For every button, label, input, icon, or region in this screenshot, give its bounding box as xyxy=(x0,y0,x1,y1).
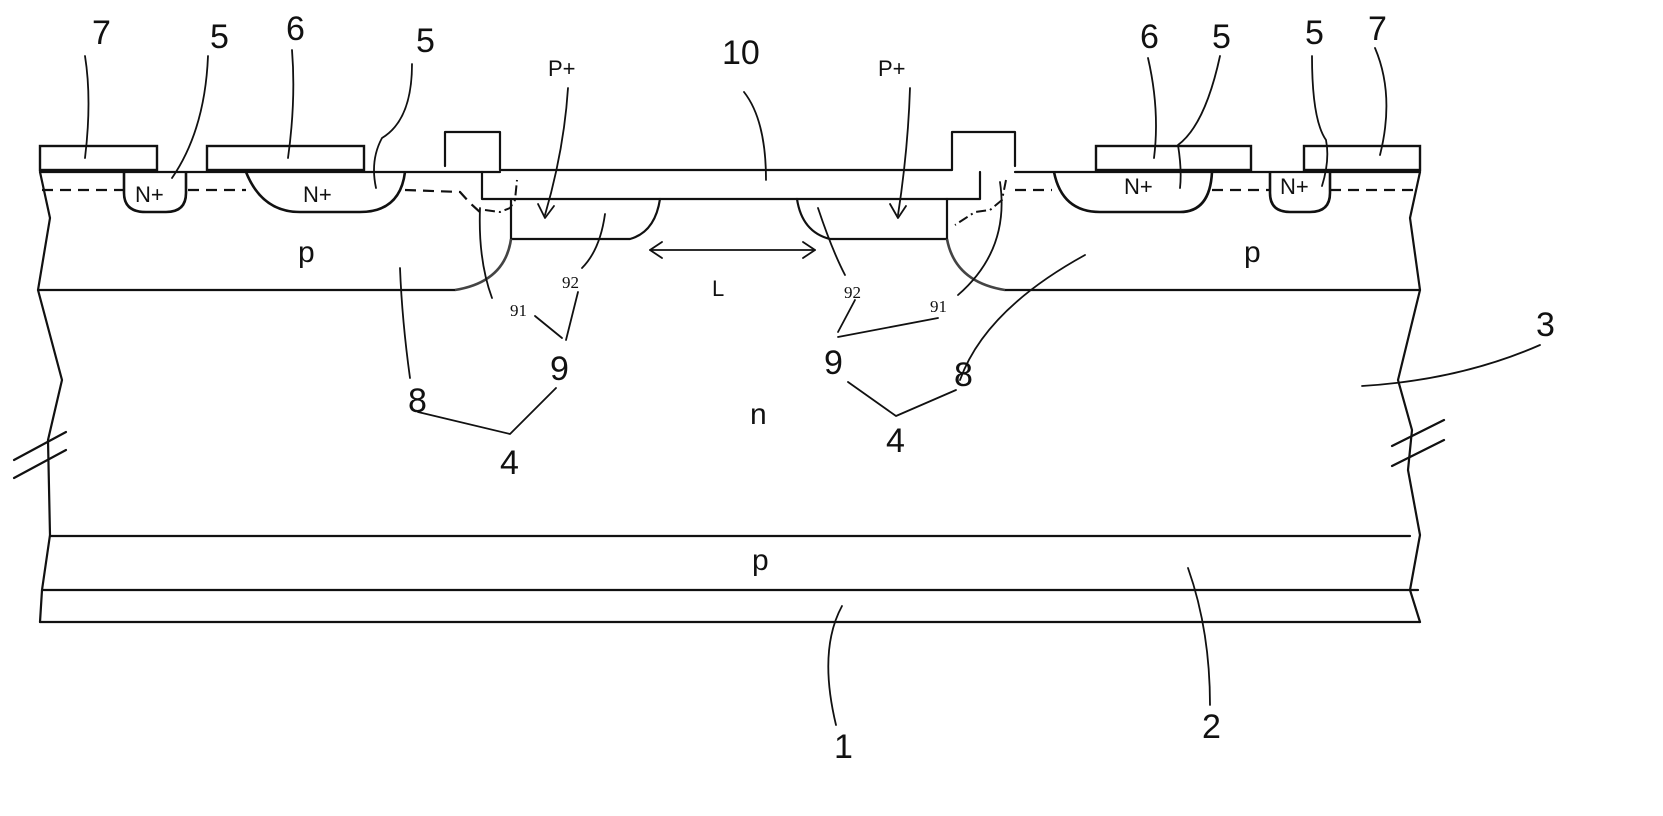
leader-91-to-9-right xyxy=(837,317,939,338)
break-mark-right-1 xyxy=(1390,418,1446,448)
numeral-91-right: 91 xyxy=(930,297,947,316)
leader-10 xyxy=(743,91,767,181)
numeral-4-left: 4 xyxy=(500,444,519,482)
pplus-region-left xyxy=(509,197,662,241)
pplus-arrow-left-line xyxy=(544,87,569,216)
leader-4-left xyxy=(417,387,557,435)
right-edge xyxy=(1396,170,1422,624)
numeral-10: 10 xyxy=(722,34,760,72)
numeral-7-left: 7 xyxy=(92,14,111,52)
pplus-arrow-right-line xyxy=(897,87,911,216)
numeral-91-left: 91 xyxy=(510,301,527,320)
numeral-5-b: 5 xyxy=(416,22,435,60)
leader-5-d xyxy=(1311,55,1329,187)
electrodes xyxy=(38,130,1422,172)
region-91-edge-right xyxy=(945,238,1006,292)
left-edge xyxy=(36,170,64,624)
pplus-arrow-right-head xyxy=(889,203,907,219)
break-mark-left-2 xyxy=(12,448,68,480)
leader-5-b xyxy=(373,63,413,189)
numeral-9-right: 9 xyxy=(824,344,843,382)
leader-4-right xyxy=(847,381,957,417)
pplus-region-right xyxy=(795,197,949,241)
gate-electrode-10 xyxy=(443,130,1017,172)
leader-7-right xyxy=(1374,47,1388,156)
leader-8-right xyxy=(959,254,1086,381)
nplus-wells xyxy=(122,171,1332,214)
leader-92-to-9-left xyxy=(565,291,579,341)
pplus-arrow-left-head xyxy=(537,203,555,219)
numeral-5-d: 5 xyxy=(1305,14,1324,52)
leader-5-c xyxy=(1177,55,1221,189)
trench-regions xyxy=(454,87,1006,292)
nplus-well-3 xyxy=(1052,171,1214,214)
leader-91-to-9-left xyxy=(534,315,563,339)
electrode-7-left xyxy=(38,144,159,172)
leader-6-right xyxy=(1147,57,1157,159)
numeral-5-a: 5 xyxy=(210,18,229,56)
numeral-5-c: 5 xyxy=(1212,18,1231,56)
label-n-drift: n xyxy=(750,398,767,431)
length-arrow-head-right xyxy=(802,241,816,259)
numeral-92-right: 92 xyxy=(844,283,861,302)
numeral-1: 1 xyxy=(834,728,853,766)
dashdot-left xyxy=(484,179,518,214)
trench-outline xyxy=(480,170,982,201)
leader-92-right xyxy=(817,207,846,276)
device-outline xyxy=(12,170,1446,624)
leader-6-left xyxy=(287,49,295,159)
leader-7-left xyxy=(84,55,90,159)
region-labels: p p n p N+ N+ N+ N+ P+ P+ L xyxy=(135,56,1309,577)
label-nplus-1: N+ xyxy=(135,182,164,207)
numeral-4-right: 4 xyxy=(886,422,905,460)
region-91-edge-left xyxy=(454,238,513,292)
leader-92-to-9-right xyxy=(837,299,856,333)
label-nplus-3: N+ xyxy=(1124,174,1153,199)
leader-8-left xyxy=(399,267,411,379)
numeral-7-right: 7 xyxy=(1368,10,1387,48)
label-length-l: L xyxy=(712,276,724,301)
dashed-boundaries xyxy=(42,179,1418,226)
leader-5-a xyxy=(171,55,209,179)
numeral-92-left: 92 xyxy=(562,273,579,292)
nplus-well-4 xyxy=(1268,172,1332,214)
leader-1 xyxy=(827,605,843,726)
nplus-well-2 xyxy=(244,171,407,214)
leader-92-left xyxy=(581,213,606,269)
numeral-6-left: 6 xyxy=(286,10,305,48)
label-p-collector: p xyxy=(752,544,769,577)
numeral-6-right: 6 xyxy=(1140,18,1159,56)
numeral-8-left: 8 xyxy=(408,382,427,420)
leader-91-left xyxy=(478,207,493,299)
nplus-well-1 xyxy=(122,172,188,214)
numeral-2: 2 xyxy=(1202,708,1221,746)
leader-lines xyxy=(84,47,1541,726)
numeral-9-left: 9 xyxy=(550,350,569,388)
label-p-right: p xyxy=(1244,236,1261,269)
leader-91-right xyxy=(957,181,1003,296)
reference-numerals: 7 5 6 5 10 6 5 5 7 3 2 1 8 9 4 9 8 4 91 … xyxy=(92,10,1555,766)
label-nplus-2: N+ xyxy=(303,182,332,207)
leader-3 xyxy=(1361,344,1541,387)
label-pplus-right: P+ xyxy=(878,56,906,81)
numeral-8-right: 8 xyxy=(954,356,973,394)
label-nplus-4: N+ xyxy=(1280,174,1309,199)
label-pplus-left: P+ xyxy=(548,56,576,81)
electrode-7-right xyxy=(1302,144,1422,172)
electrode-6-right xyxy=(1094,144,1253,172)
length-arrow-head-left xyxy=(649,241,663,259)
leader-2 xyxy=(1187,567,1211,706)
break-mark-left-1 xyxy=(12,430,68,462)
label-p-left: p xyxy=(298,236,315,269)
dashed-line-left-3 xyxy=(404,188,483,215)
break-mark-right-2 xyxy=(1390,438,1446,468)
numeral-3: 3 xyxy=(1536,306,1555,344)
electrode-6-left xyxy=(205,144,366,172)
